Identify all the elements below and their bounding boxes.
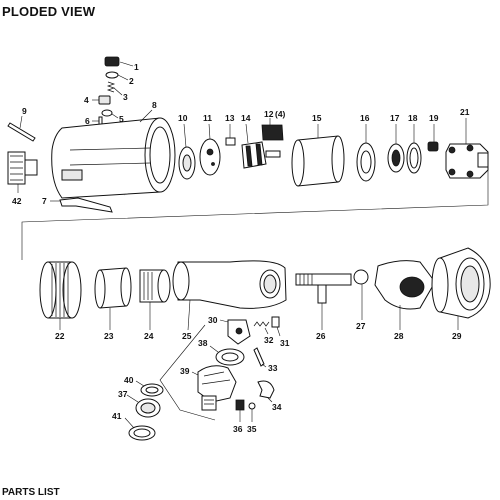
label-part-30: 30	[208, 315, 218, 325]
label-part-5: 5	[119, 114, 124, 124]
label-part-25: 25	[182, 331, 192, 341]
label-part-18: 18	[408, 113, 418, 123]
part-36-spring-icon	[235, 399, 245, 422]
part-17-bearing-icon	[387, 124, 405, 173]
part-22-threaded-ring-icon	[39, 261, 82, 330]
label-part-36: 36	[233, 424, 243, 434]
part-18-washer-icon	[406, 124, 422, 174]
label-part-21: 21	[460, 107, 470, 117]
part-10-plate-icon	[178, 123, 196, 180]
label-part-3: 3	[123, 92, 128, 102]
part-28-collet-icon	[374, 260, 436, 330]
part-39-gear-icon	[191, 365, 237, 411]
part-30-lever-icon	[219, 319, 251, 345]
label-part-9: 9	[22, 106, 27, 116]
page-title: PLODED VIEW	[2, 4, 96, 19]
part-11-endplate-icon	[199, 123, 221, 176]
label-part-12: 12	[264, 109, 274, 119]
label-part-24: 24	[144, 331, 154, 341]
part-40-ring-icon	[135, 380, 164, 397]
part-25-angle-head-icon	[172, 260, 287, 331]
label-part-35: 35	[247, 424, 257, 434]
label-part-13: 13	[225, 113, 235, 123]
label-part-4: 4	[84, 95, 89, 105]
label-part-41: 41	[112, 411, 122, 421]
label-part-23: 23	[104, 331, 114, 341]
label-part-22: 22	[55, 331, 65, 341]
part-34-clip-icon	[257, 380, 275, 403]
label-part-34: 34	[272, 402, 282, 412]
part-14-rotor-icon	[241, 123, 281, 169]
part-21-spider-icon	[445, 118, 489, 179]
part-27-ball-icon	[353, 269, 369, 320]
part-5-oring-icon	[101, 109, 119, 119]
part-7-trigger-icon	[50, 197, 113, 213]
part-labels: 1 2 3 4 5 6 7 8 9 10 11 12 (4) 13 14 15 …	[12, 62, 470, 434]
label-part-38: 38	[198, 338, 208, 348]
label-part-14: 14	[241, 113, 251, 123]
label-part-33: 33	[268, 363, 278, 373]
part-13-pin-icon	[225, 124, 236, 146]
label-part-37: 37	[118, 389, 128, 399]
part-31-pin-icon	[271, 316, 281, 337]
label-part-26: 26	[316, 331, 326, 341]
label-part-42: 42	[12, 196, 22, 206]
part-29-nut-icon	[431, 247, 491, 330]
part-24-bearing-icon	[139, 269, 171, 330]
part-19-nut-icon	[427, 124, 439, 152]
part-9-rod-icon	[7, 115, 36, 142]
part-33-pin-icon	[253, 347, 267, 368]
part-41-ring-icon	[124, 417, 156, 441]
part-16-plate-icon	[356, 124, 376, 182]
part-37-cap-icon	[126, 394, 161, 418]
label-part-6: 6	[85, 116, 90, 126]
label-part-39: 39	[180, 366, 190, 376]
part-15-cylinder-icon	[291, 124, 345, 187]
label-part-28: 28	[394, 331, 404, 341]
parts-list-heading: PARTS LIST	[2, 487, 60, 498]
part-42-inlet-icon	[7, 151, 38, 193]
label-part-16: 16	[360, 113, 370, 123]
part-8-housing-icon	[51, 109, 176, 199]
label-part-31: 31	[280, 338, 290, 348]
label-part-27: 27	[356, 321, 366, 331]
label-part-40: 40	[124, 375, 134, 385]
part-2-ring-icon	[105, 71, 129, 81]
part-35-ball-icon	[248, 402, 256, 422]
label-part-1: 1	[134, 62, 139, 72]
label-part-29: 29	[452, 331, 462, 341]
label-part-32: 32	[264, 335, 274, 345]
label-part-2: 2	[129, 76, 134, 86]
part-4-valve-icon	[92, 95, 111, 105]
label-part-7: 7	[42, 196, 47, 206]
part-3-spring-icon	[106, 81, 123, 96]
part-1-cap-icon	[104, 56, 134, 67]
label-part-12-qty: (4)	[275, 109, 286, 119]
label-part-10: 10	[178, 113, 188, 123]
label-part-11: 11	[203, 113, 212, 123]
part-38-ring-icon	[209, 345, 245, 366]
part-12-blades-icon	[261, 118, 284, 141]
label-part-8: 8	[152, 100, 157, 110]
label-part-19: 19	[429, 113, 439, 123]
part-32-spring-icon	[253, 321, 270, 335]
part-26-spindle-icon	[295, 273, 352, 330]
label-part-17: 17	[390, 113, 400, 123]
label-part-15: 15	[312, 113, 322, 123]
part-23-sleeve-icon	[94, 267, 132, 330]
